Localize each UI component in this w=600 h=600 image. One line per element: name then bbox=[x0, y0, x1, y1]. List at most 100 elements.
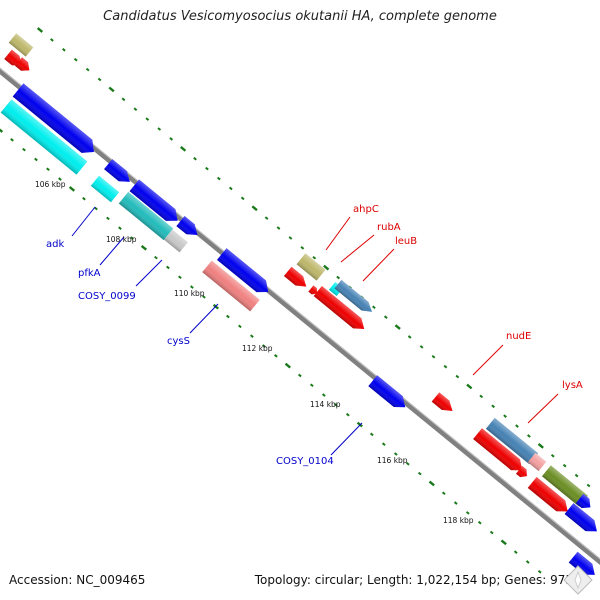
inner-tick bbox=[68, 186, 76, 192]
gene-leader-line bbox=[99, 236, 125, 266]
gene-feature[interactable] bbox=[308, 285, 319, 296]
inner-tick bbox=[537, 570, 542, 574]
inner-tick bbox=[250, 334, 254, 338]
gene-feature[interactable] bbox=[15, 57, 33, 74]
gene-feature[interactable] bbox=[564, 503, 600, 537]
gene-feature[interactable] bbox=[118, 191, 174, 241]
inner-tick bbox=[345, 412, 350, 417]
tick-label: 106 kbp bbox=[35, 180, 66, 189]
outer-tick bbox=[288, 236, 293, 240]
gene-label[interactable]: rubA bbox=[377, 222, 401, 233]
tick-label: 118 kbp bbox=[443, 516, 474, 525]
inner-tick bbox=[178, 275, 182, 280]
outer-tick bbox=[586, 483, 591, 488]
gene-label[interactable]: leuB bbox=[395, 236, 417, 247]
gene-feature[interactable] bbox=[313, 285, 369, 334]
inner-tick bbox=[190, 285, 194, 289]
outer-tick bbox=[205, 166, 209, 171]
inner-tick bbox=[405, 462, 410, 466]
inner-tick bbox=[428, 480, 435, 487]
gene-feature[interactable] bbox=[283, 266, 310, 291]
gene-feature[interactable] bbox=[575, 493, 594, 512]
outer-tick bbox=[145, 117, 150, 121]
gene-feature[interactable] bbox=[104, 159, 134, 187]
gene-feature[interactable] bbox=[368, 375, 409, 412]
gene-feature[interactable] bbox=[485, 417, 539, 465]
outer-tick bbox=[562, 463, 567, 468]
inner-tick bbox=[238, 324, 242, 329]
inner-tick bbox=[262, 344, 266, 348]
outer-tick bbox=[228, 186, 233, 191]
outer-tick bbox=[372, 305, 376, 310]
genes-label: Genes: bbox=[504, 573, 547, 587]
gene-label[interactable]: ahpC bbox=[353, 204, 379, 215]
gene-feature[interactable] bbox=[431, 392, 457, 415]
inner-tick bbox=[381, 442, 386, 446]
inner-tick bbox=[34, 157, 38, 162]
gene-feature[interactable] bbox=[8, 33, 34, 57]
outer-tick bbox=[443, 364, 448, 369]
gene-feature[interactable] bbox=[202, 260, 260, 312]
gene-feature[interactable] bbox=[0, 99, 88, 175]
gene-label[interactable]: cysS bbox=[167, 336, 190, 347]
outer-tick bbox=[574, 473, 579, 478]
inner-tick bbox=[441, 491, 446, 496]
gene-feature[interactable] bbox=[12, 83, 100, 158]
length-label: Length: bbox=[367, 573, 413, 587]
gene-feature[interactable] bbox=[296, 253, 326, 281]
gene-feature[interactable] bbox=[164, 229, 188, 253]
gene-feature[interactable] bbox=[527, 452, 547, 472]
gene-label[interactable]: adk bbox=[46, 239, 64, 250]
inner-tick bbox=[130, 236, 134, 240]
inner-tick bbox=[465, 511, 470, 515]
gene-feature[interactable] bbox=[4, 49, 26, 71]
gene-label[interactable]: lysA bbox=[562, 380, 583, 391]
tick-label: 110 kbp bbox=[174, 289, 205, 298]
gene-feature[interactable] bbox=[473, 428, 527, 476]
gene-leader-line bbox=[325, 216, 351, 251]
outer-tick bbox=[479, 394, 484, 399]
gene-leader-line bbox=[362, 248, 395, 282]
gene-feature[interactable] bbox=[334, 279, 375, 316]
inner-tick bbox=[46, 167, 50, 172]
inner-tick bbox=[333, 403, 338, 407]
outer-tick bbox=[407, 335, 412, 339]
outer-tick bbox=[121, 97, 126, 102]
gene-feature[interactable] bbox=[541, 465, 589, 507]
outer-tick bbox=[73, 57, 78, 62]
gene-leader-line bbox=[527, 393, 559, 424]
outer-tick bbox=[36, 27, 44, 33]
outer-tick bbox=[537, 443, 544, 449]
inner-tick bbox=[202, 295, 206, 299]
gene-label[interactable]: COSY_0104 bbox=[276, 456, 334, 467]
inner-tick bbox=[154, 255, 158, 260]
gene-feature[interactable] bbox=[129, 179, 183, 226]
outer-tick bbox=[85, 67, 90, 72]
inner-tick bbox=[393, 452, 398, 456]
inner-tick bbox=[273, 354, 278, 358]
inner-tick bbox=[10, 138, 14, 142]
gene-feature[interactable] bbox=[90, 175, 120, 203]
outer-tick bbox=[217, 176, 221, 181]
inner-tick bbox=[166, 265, 170, 270]
gene-feature[interactable] bbox=[568, 551, 600, 581]
tick-label: 112 kbp bbox=[242, 344, 273, 353]
gene-label[interactable]: nudE bbox=[506, 331, 531, 342]
gene-feature[interactable] bbox=[176, 216, 201, 240]
outer-tick bbox=[108, 86, 115, 93]
inner-tick bbox=[513, 550, 518, 554]
outer-tick bbox=[193, 156, 197, 161]
outer-tick bbox=[455, 374, 460, 379]
gene-feature[interactable] bbox=[515, 465, 530, 480]
inner-tick bbox=[525, 560, 530, 564]
compass-rose-icon[interactable] bbox=[562, 564, 594, 596]
gene-feature[interactable] bbox=[527, 477, 572, 517]
outer-tick bbox=[466, 383, 473, 390]
outer-tick bbox=[312, 255, 317, 260]
outer-tick bbox=[50, 38, 54, 42]
gene-feature[interactable] bbox=[217, 248, 273, 298]
gene-label[interactable]: COSY_0099 bbox=[78, 291, 136, 302]
gene-label[interactable]: pfkA bbox=[78, 268, 101, 279]
inner-tick bbox=[284, 362, 291, 369]
